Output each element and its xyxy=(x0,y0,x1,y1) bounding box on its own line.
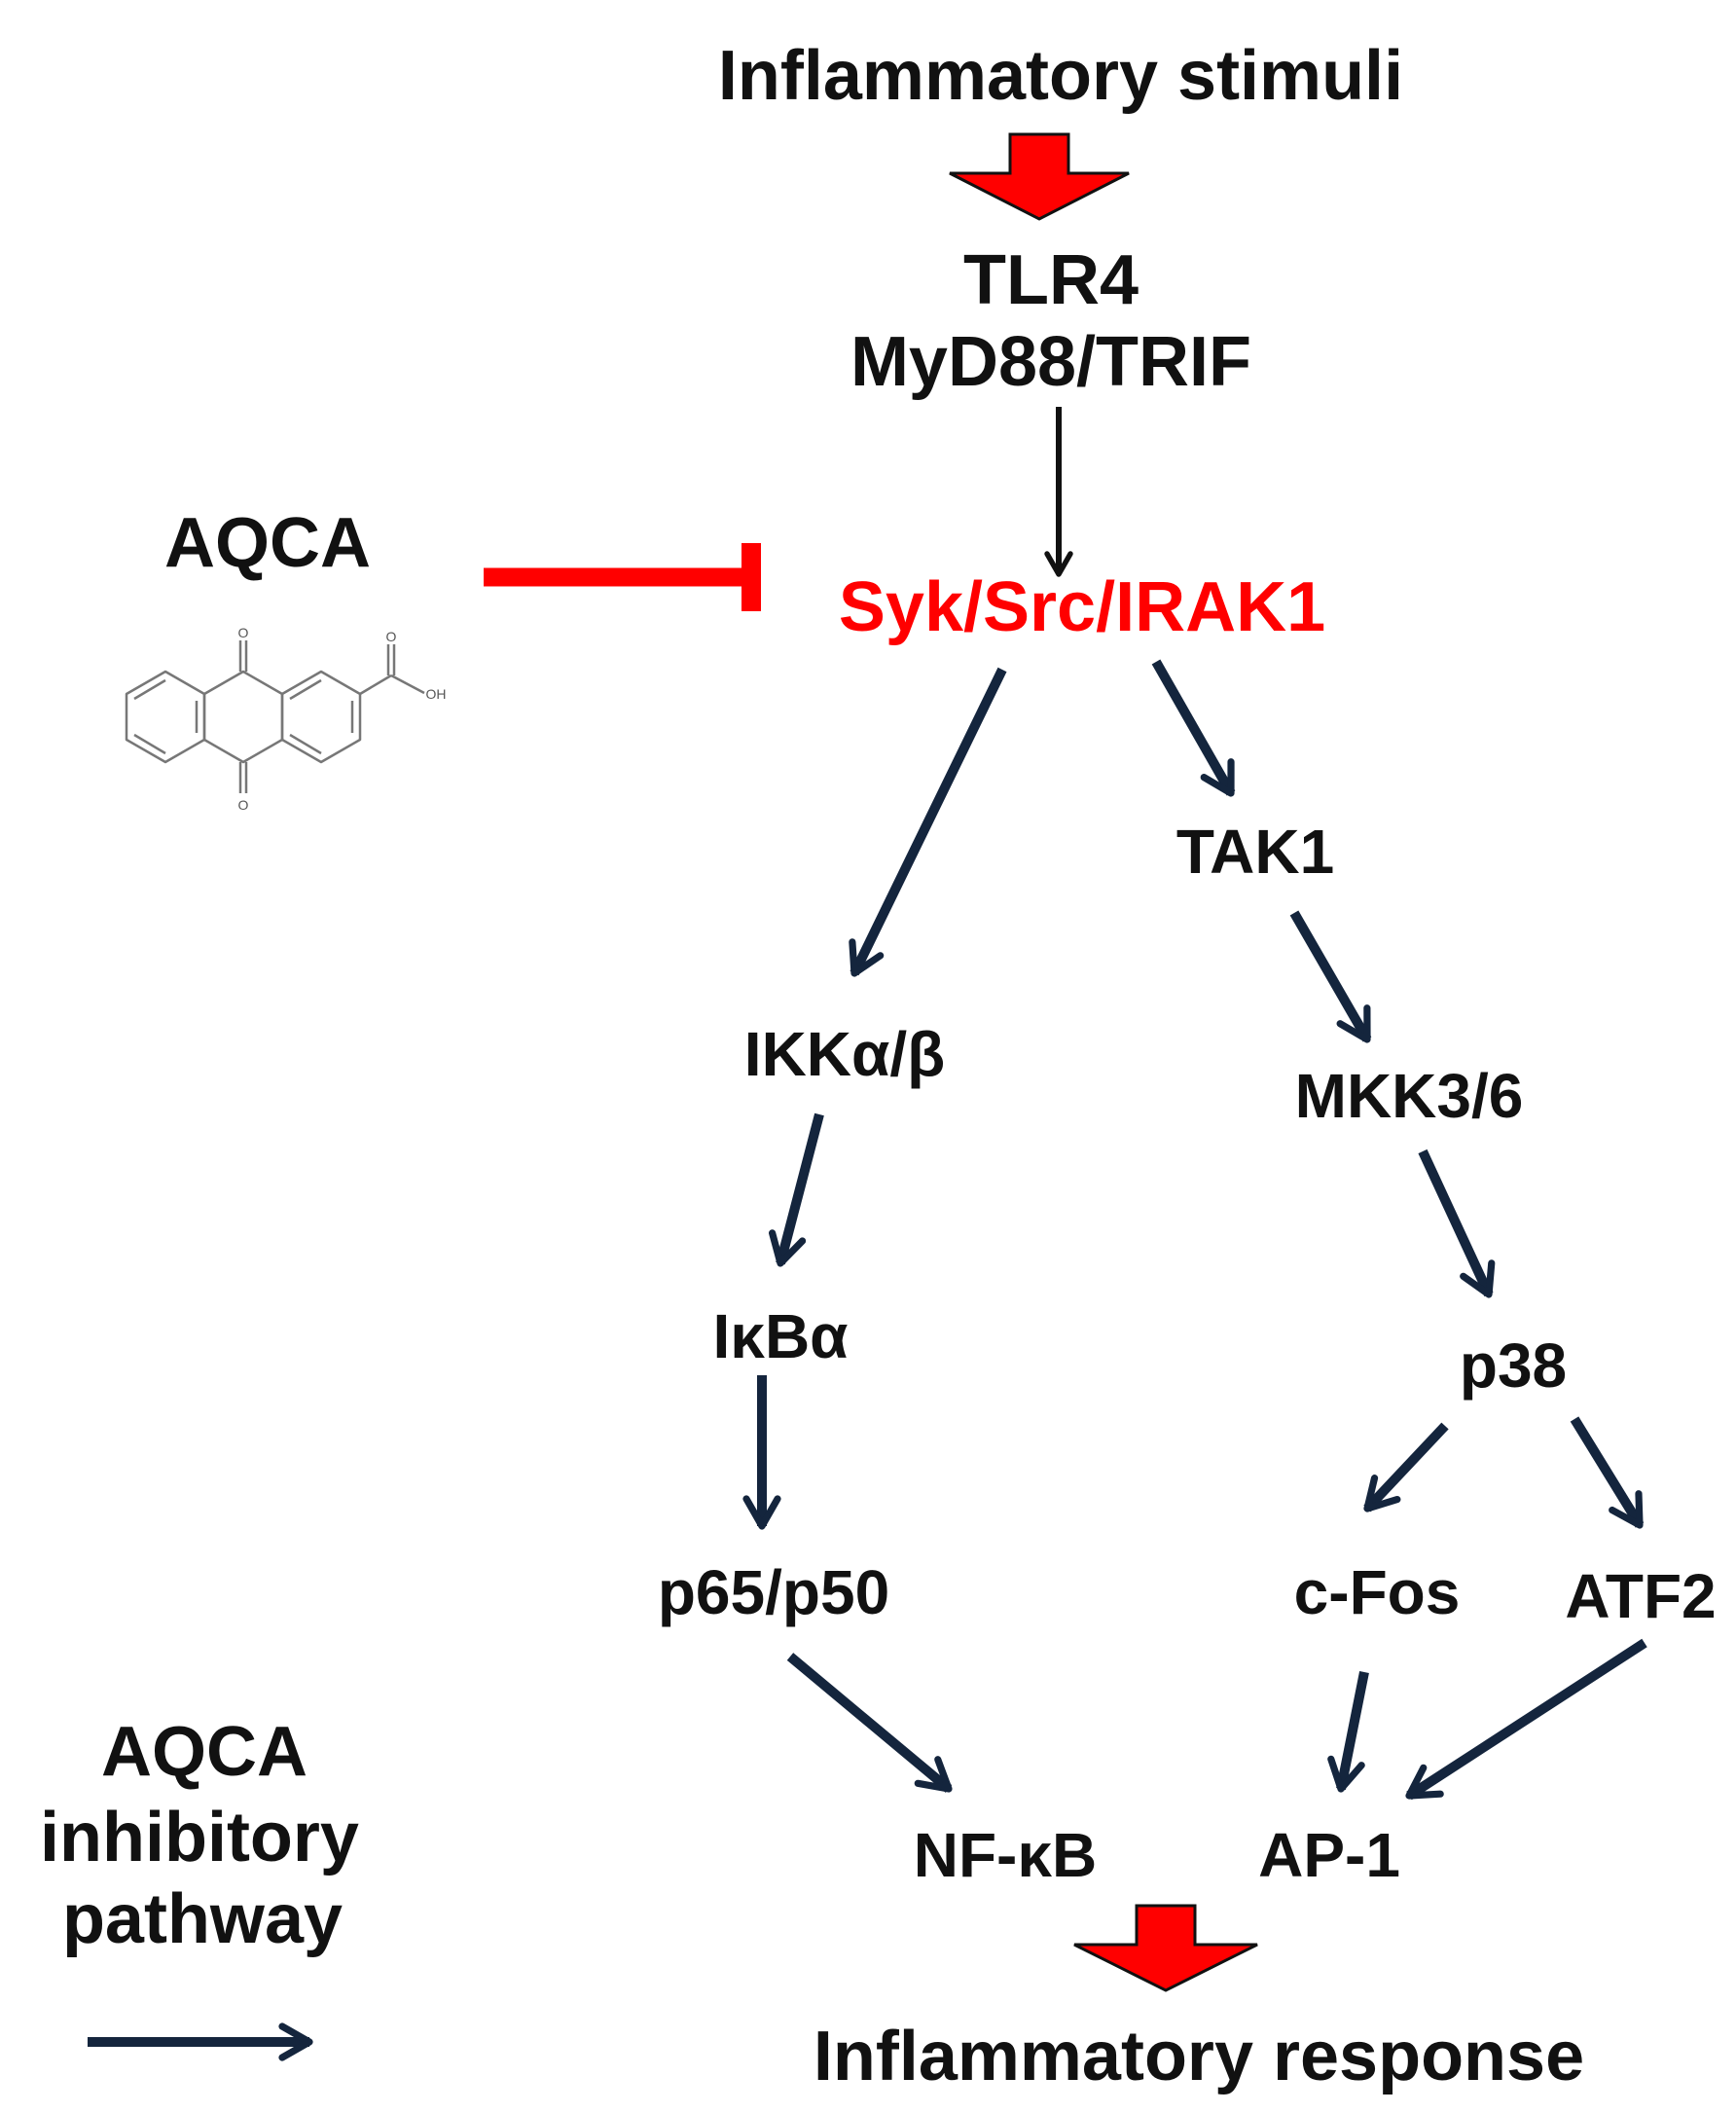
arrow-ikk-to-ikba xyxy=(769,1112,824,1267)
node-atf2: ATF2 xyxy=(1565,1561,1716,1631)
arrow-syk-to-ikk xyxy=(849,667,1007,977)
node-myd88-trif: MyD88/TRIF xyxy=(850,323,1251,401)
stimulus-block-arrow xyxy=(949,132,1130,221)
structure-o-acid: O xyxy=(386,629,397,644)
arrow-p38-to-atf2 xyxy=(1570,1416,1645,1529)
node-ikk: IKKα/β xyxy=(744,1019,945,1089)
node-tak1: TAK1 xyxy=(1176,817,1334,887)
legend-line-2: inhibitory xyxy=(40,1799,359,1876)
structure-oh: OH xyxy=(426,686,447,702)
node-syk-src-irak1: Syk/Src/IRAK1 xyxy=(839,568,1325,646)
legend-line-1: AQCA xyxy=(101,1713,307,1791)
arrow-cfos-to-ap1 xyxy=(1327,1671,1369,1793)
arrow-p38-to-cfos xyxy=(1363,1422,1449,1512)
node-tlr4: TLR4 xyxy=(963,241,1139,319)
arrow-mkk-to-p38 xyxy=(1418,1148,1496,1298)
structure-o-bottom: O xyxy=(238,797,249,813)
node-ap-1: AP-1 xyxy=(1258,1820,1400,1890)
node-aqca: AQCA xyxy=(164,504,371,582)
aqca-structure-icon xyxy=(125,640,425,793)
node-inflammatory-stimuli: Inflammatory stimuli xyxy=(718,37,1403,115)
legend: AQCA inhibitory pathway xyxy=(40,1713,359,2061)
node-ikba: IκBα xyxy=(712,1301,848,1371)
arrow-atf2-to-ap1 xyxy=(1405,1638,1647,1801)
node-mkk3-6: MKK3/6 xyxy=(1295,1061,1524,1131)
arrow-syk-to-tak1 xyxy=(1151,659,1236,797)
arrow-p65-to-nfkb xyxy=(786,1653,953,1793)
node-c-fos: c-Fos xyxy=(1294,1557,1461,1627)
node-inflammatory-response: Inflammatory response xyxy=(814,2018,1584,2095)
structure-o-top: O xyxy=(238,625,249,640)
node-nf-kb: NF-κB xyxy=(914,1820,1098,1890)
arrow-tak1-to-mkk xyxy=(1289,910,1372,1043)
node-p65-p50: p65/p50 xyxy=(658,1557,889,1627)
legend-line-3: pathway xyxy=(62,1880,343,1958)
response-block-arrow xyxy=(1073,1904,1258,1992)
node-p38: p38 xyxy=(1460,1330,1567,1401)
